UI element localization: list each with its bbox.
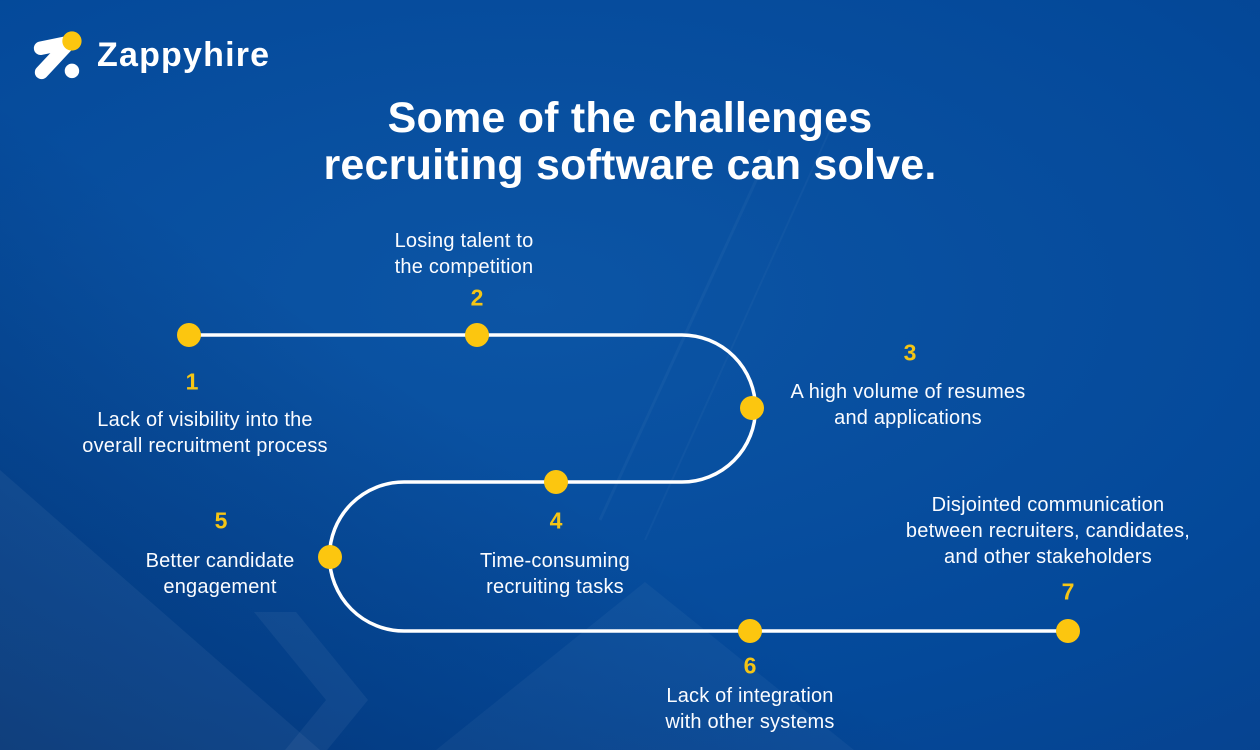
step-dot-6 [738,619,762,643]
step-label-7-line1: Disjointed communication [931,494,1165,516]
step-dot-5 [318,545,342,569]
step-label-5: Better candidate engagement [146,548,295,600]
step-label-5-line2: engagement [163,576,277,598]
step-number-6: 6 [743,652,757,679]
page-title-line2: recruiting software can solve. [323,141,937,189]
background-triangle-shape [436,582,854,750]
step-number-4: 4 [549,507,563,534]
step-label-6: Lack of integration with other systems [665,683,834,735]
step-label-1: Lack of visibility into the overall recr… [82,407,328,459]
step-dot-4 [544,470,568,494]
zappyhire-logo-icon [33,31,82,80]
step-label-4: Time-consuming recruiting tasks [480,548,630,600]
step-label-5-line1: Better candidate [145,550,295,572]
step-label-3-line2: and applications [834,407,982,429]
step-label-7-line2: between recruiters, candidates, [905,520,1191,542]
journey-path-line [187,333,1070,633]
step-label-1-line1: Lack of visibility into the [97,409,313,431]
page-title-line1: Some of the challenges [387,94,873,142]
step-dot-1 [177,323,201,347]
step-label-7: Disjointed communication between recruit… [906,492,1190,570]
brand-logo: Zappyhire [30,27,270,83]
step-label-4-line2: recruiting tasks [486,576,624,598]
background-wedge-shape [0,470,320,750]
step-label-7-line3: and other stakeholders [944,546,1152,568]
step-dot-7 [1056,619,1080,643]
step-label-2: Losing talent to the competition [395,228,534,280]
step-label-3-line1: A high volume of resumes [790,381,1026,403]
step-number-2: 2 [470,284,484,311]
step-number-1: 1 [185,368,199,395]
step-number-7: 7 [1061,578,1075,605]
step-dot-3 [740,396,764,420]
step-dot-2 [465,323,489,347]
step-label-1-line2: overall recruitment process [82,435,328,457]
step-number-3: 3 [903,339,917,366]
brand-name: Zappyhire [97,36,271,74]
step-label-2-line2: the competition [394,256,534,278]
background-chevron-shape [254,612,368,750]
step-number-5: 5 [214,507,228,534]
step-label-4-line1: Time-consuming [480,550,630,572]
step-label-2-line1: Losing talent to [394,230,534,252]
step-label-6-line1: Lack of integration [666,685,834,707]
step-label-6-line2: with other systems [665,711,835,733]
page-title: Some of the challenges recruiting softwa… [0,95,1260,189]
step-label-3: A high volume of resumes and application… [791,379,1026,431]
